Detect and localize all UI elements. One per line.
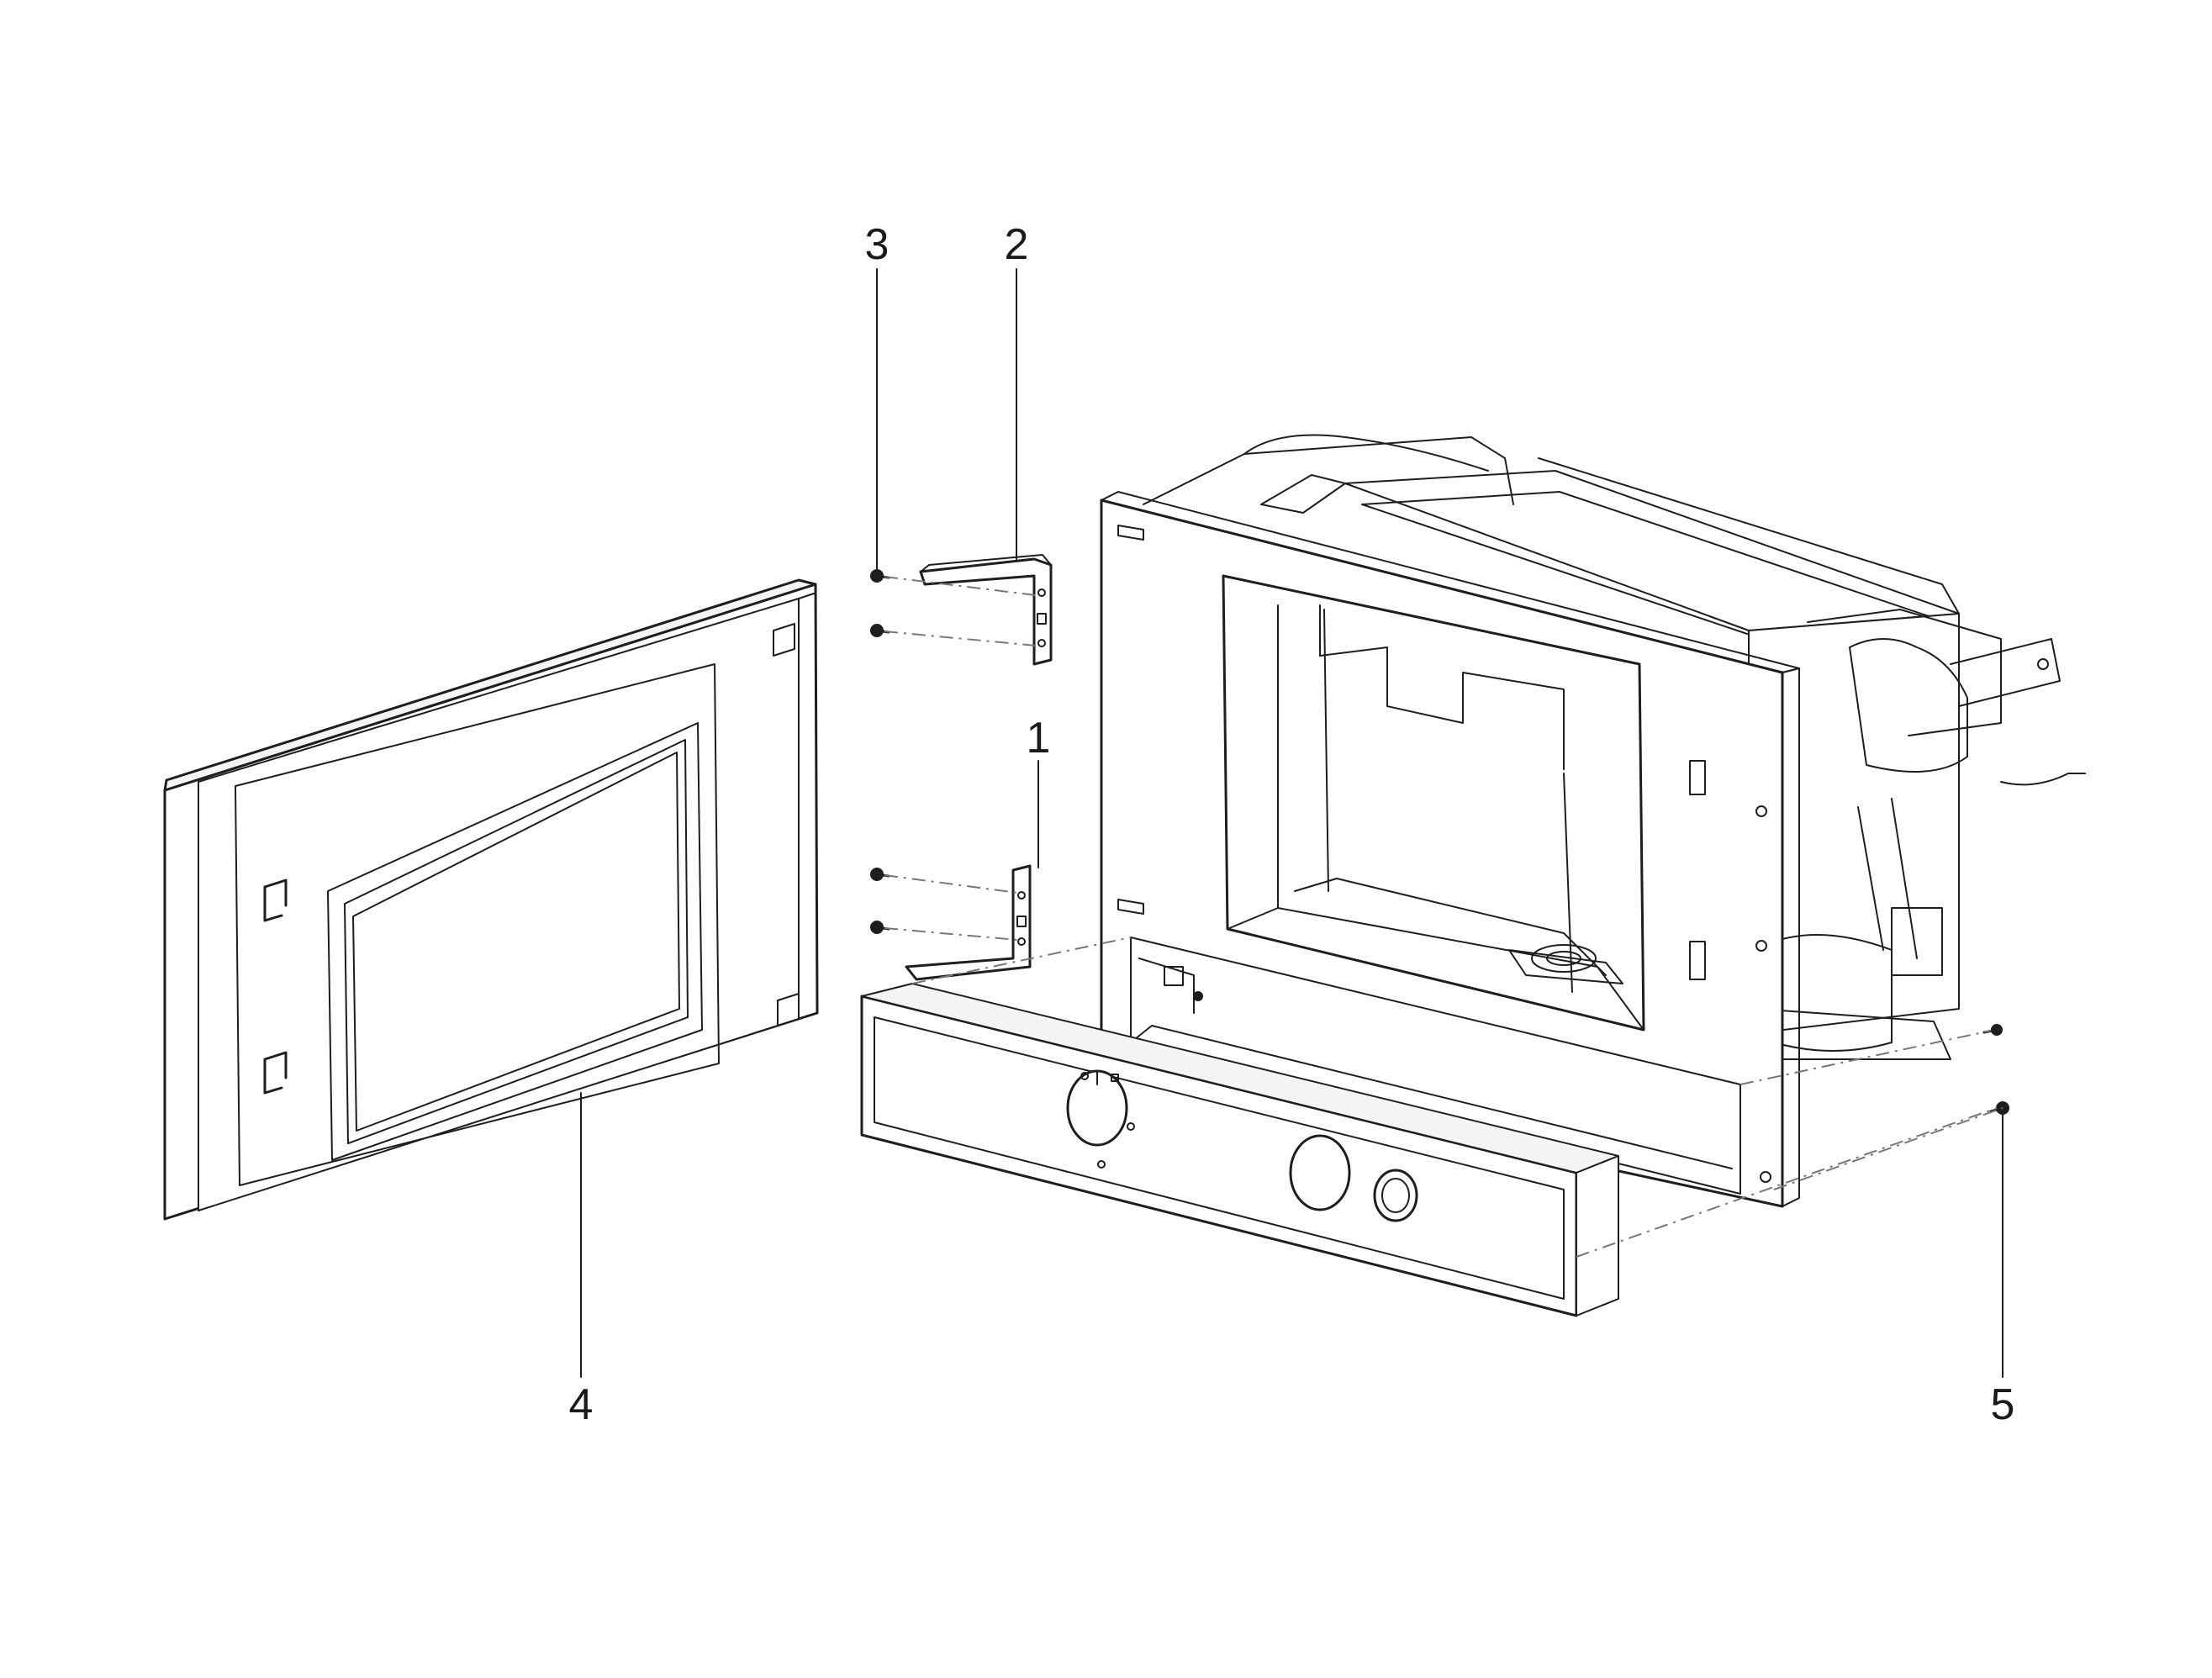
control-panel-fascia (860, 983, 1619, 1317)
callout-leaders (580, 268, 2003, 1378)
power-knob-icon (1289, 1134, 1351, 1211)
door-release-button-icon (1373, 1169, 1418, 1222)
assembly-guide-lines (884, 576, 2003, 1258)
callout-1: 1 (1027, 714, 1051, 762)
callout-2: 2 (1005, 220, 1029, 269)
oven-cavity-assembly (1100, 434, 2086, 1208)
upper-hinge-bracket (919, 554, 1053, 666)
door-latch-hook-icon (263, 879, 288, 1095)
door-assembly (163, 578, 819, 1221)
hinge-screw-icon (870, 569, 890, 934)
timer-knob-icon (1066, 1069, 1135, 1169)
turntable-coupler-icon (1508, 944, 1623, 984)
callout-3: 3 (865, 220, 890, 269)
callout-4: 4 (569, 1380, 594, 1429)
callout-5: 5 (1991, 1380, 2015, 1429)
lower-hinge-bracket (905, 864, 1032, 981)
